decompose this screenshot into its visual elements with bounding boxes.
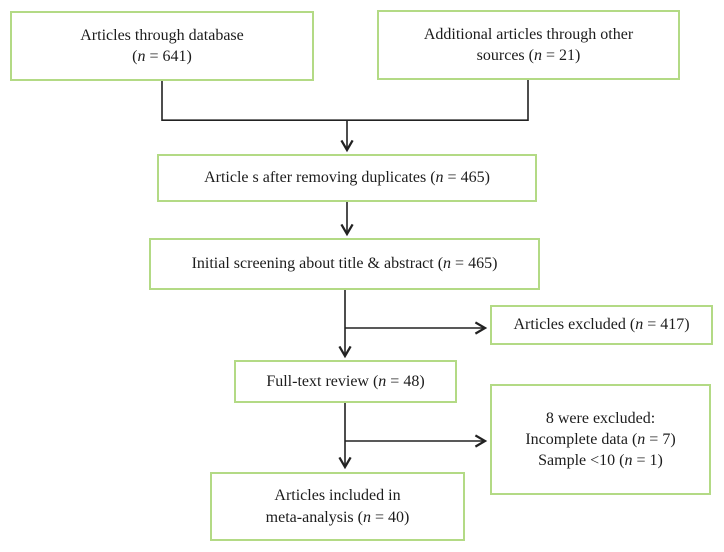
box-line: 8 were excluded: bbox=[545, 409, 656, 427]
box-line: (n = 641) bbox=[132, 48, 192, 65]
box-line: sources (n = 21) bbox=[476, 47, 581, 64]
flow-box-articles-after-removing-duplicates: Article s after removing duplicates (n =… bbox=[157, 154, 537, 202]
box-line: Full-text review (n = 48) bbox=[266, 372, 425, 390]
merge-junction-lines bbox=[161, 80, 529, 121]
flow-box-additional-articles-other-sources: Additional articles through other source… bbox=[377, 10, 680, 80]
box-line: Sample <10 (n = 1) bbox=[538, 452, 663, 470]
flow-box-articles-included-meta-analysis: Articles included in meta-analysis (n = … bbox=[210, 472, 465, 541]
box-line: Articles excluded (n = 417) bbox=[513, 316, 690, 334]
flow-box-articles-excluded: Articles excluded (n = 417) bbox=[490, 305, 713, 345]
box-line: Articles included in bbox=[274, 487, 401, 505]
flow-box-full-text-review: Full-text review (n = 48) bbox=[234, 360, 457, 403]
box-line: Articles through database bbox=[80, 26, 244, 44]
box-line: Additional articles through other bbox=[423, 25, 634, 43]
box-line: Initial screening about title & abstract… bbox=[191, 255, 498, 273]
box-line: meta-analysis (n = 40) bbox=[265, 508, 410, 526]
box-line: Article s after removing duplicates (n =… bbox=[204, 169, 490, 187]
flow-box-initial-screening: Initial screening about title & abstract… bbox=[149, 238, 540, 290]
flow-box-articles-through-database: Articles through database (n = 641) bbox=[10, 11, 314, 81]
box-line: Incomplete data (n = 7) bbox=[525, 430, 676, 448]
flow-box-excluded-after-full-text: 8 were excluded: Incomplete data (n = 7)… bbox=[490, 384, 711, 495]
